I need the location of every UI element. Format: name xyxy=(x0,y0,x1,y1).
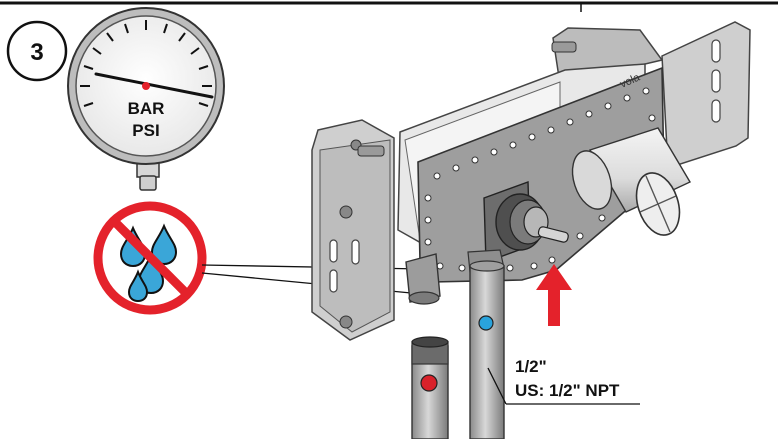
cold-water-marker xyxy=(478,315,494,331)
gauge-unit-psi: PSI xyxy=(132,121,159,140)
hot-water-marker xyxy=(420,374,438,392)
gauge-unit-bar: BAR xyxy=(128,99,165,118)
gauge-ticks xyxy=(80,20,212,107)
pressure-gauge-icon: BAR PSI xyxy=(67,7,225,191)
no-water-icon xyxy=(93,201,207,315)
red-arrow-icon xyxy=(536,264,572,326)
supply-pipe-left xyxy=(411,336,449,439)
pipe-size-callout: 1/2" US: 1/2" NPT xyxy=(487,357,640,405)
supply-pipe-right xyxy=(469,260,505,439)
pipe-size-label: 1/2" xyxy=(515,357,547,376)
step-badge: 3 xyxy=(6,20,68,82)
protective-cap xyxy=(571,127,691,236)
pipe-thread-label: US: 1/2" NPT xyxy=(515,381,620,400)
valve-body-assembly: vola xyxy=(311,21,751,341)
cartridge xyxy=(483,181,569,263)
step-number: 3 xyxy=(30,39,43,66)
gauge-needle xyxy=(94,72,214,99)
